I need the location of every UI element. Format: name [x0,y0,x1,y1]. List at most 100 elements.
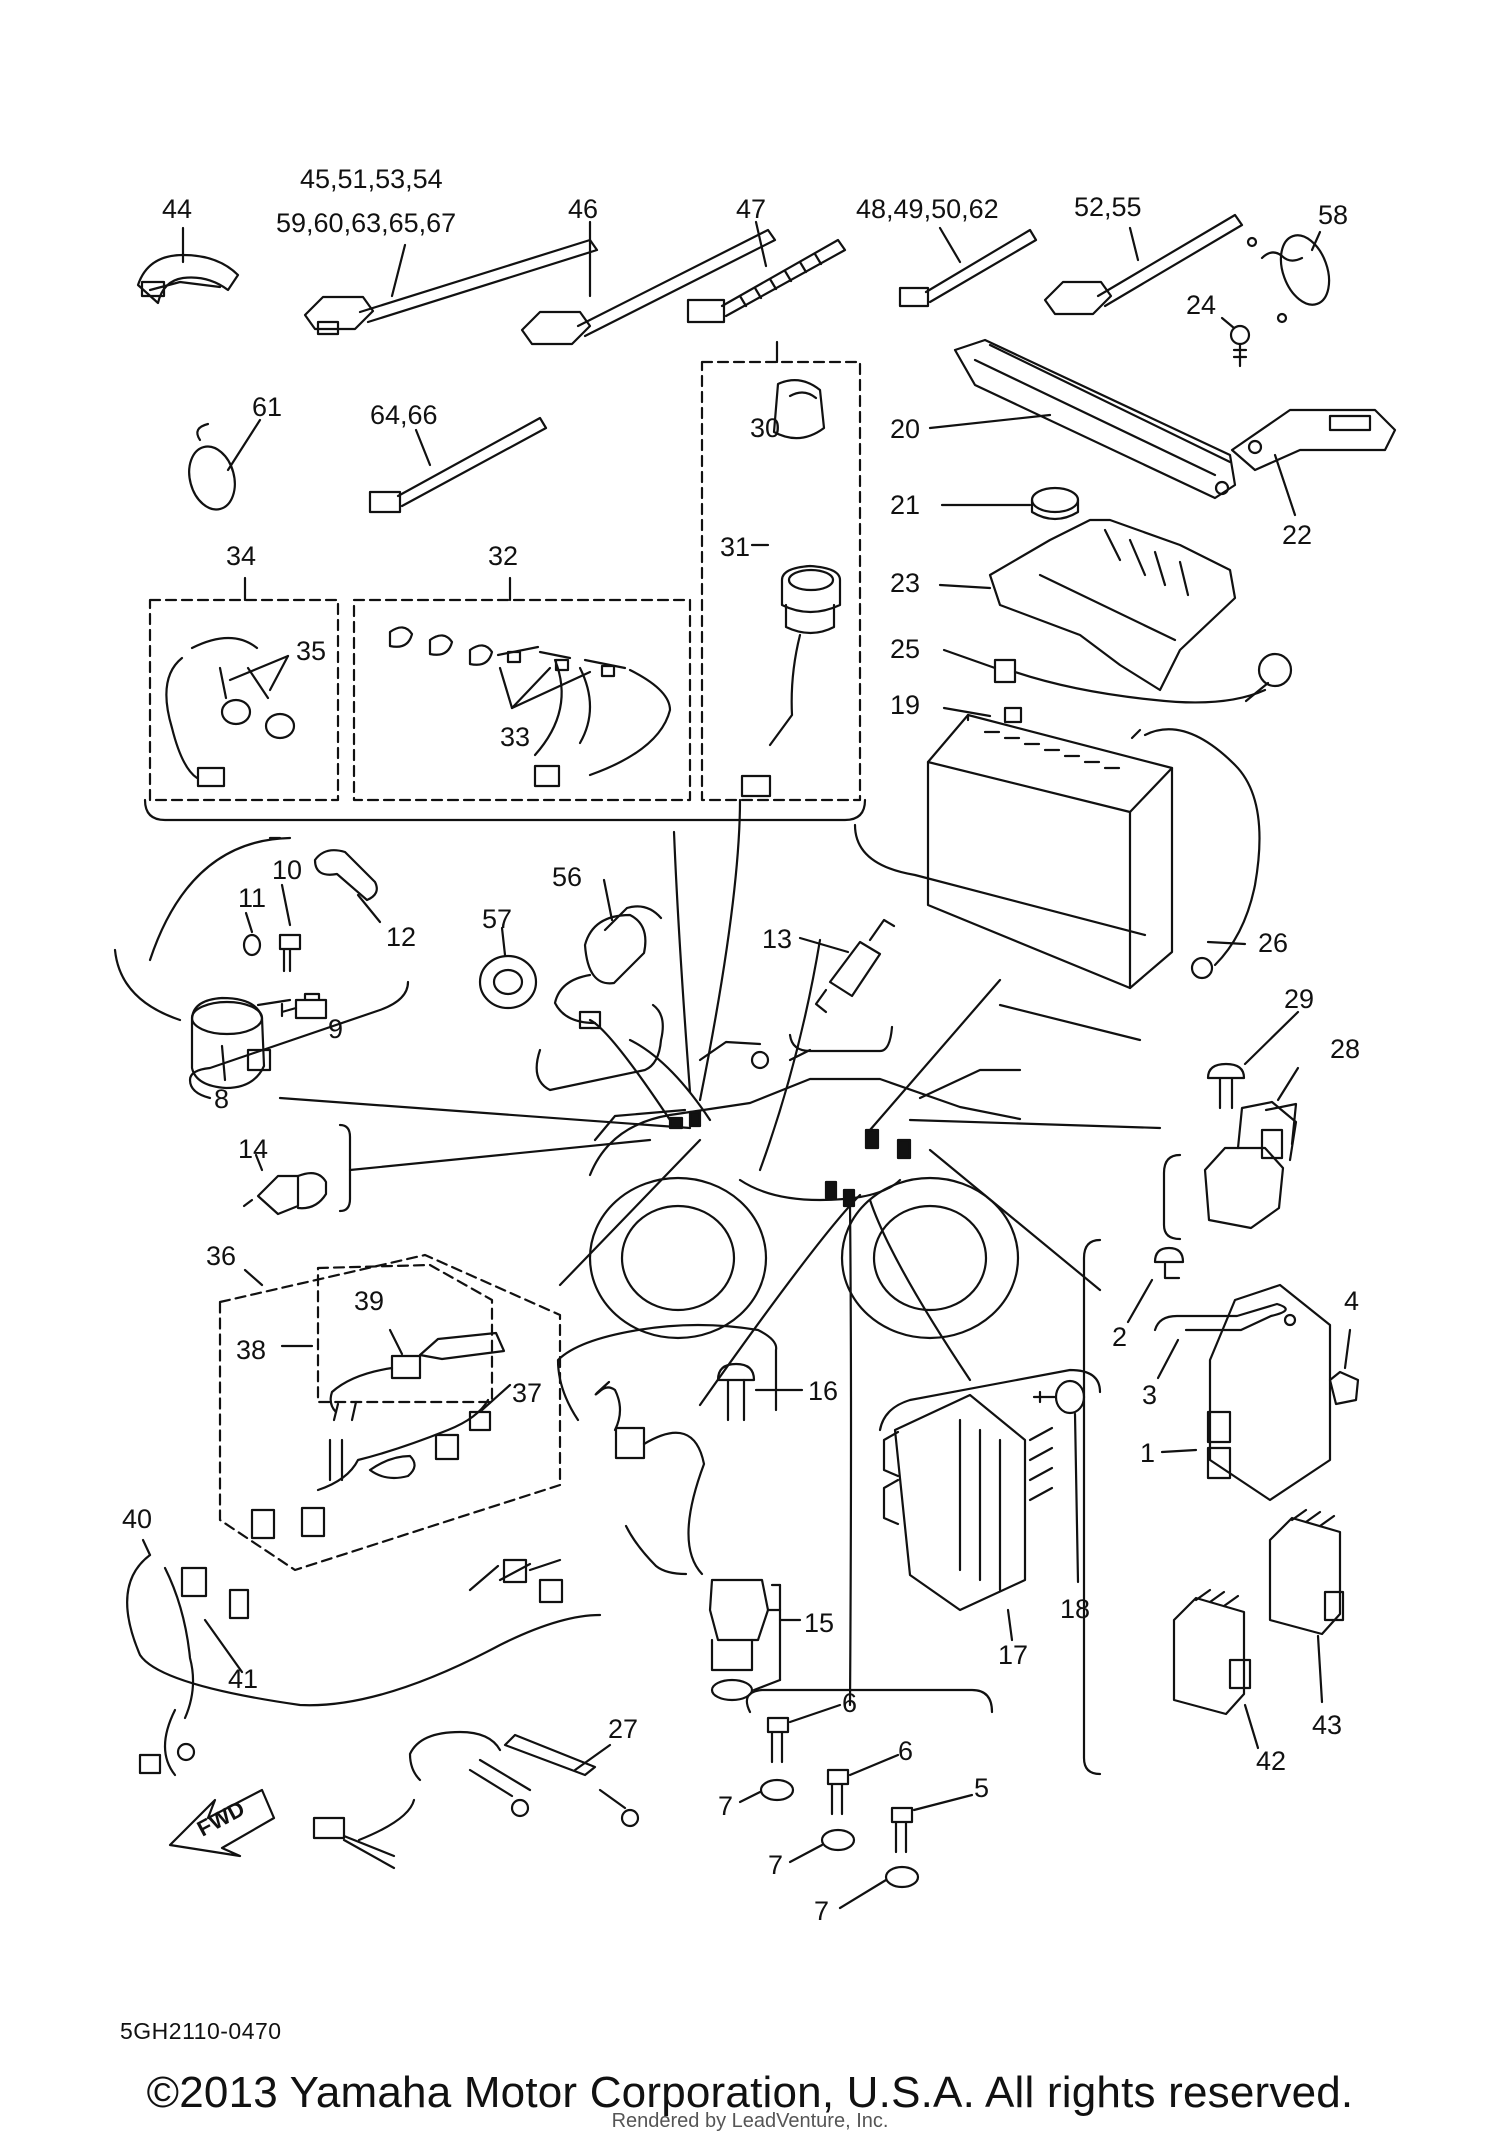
callout-48: 48,49,50,62 [856,194,999,224]
callout-7a: 7 [718,1791,734,1821]
lead-27-illustration [312,1730,640,1870]
lead-25-illustration [993,652,1293,704]
callout-58: 58 [1318,200,1349,230]
cable-tie-52-illustration [1043,213,1244,316]
damper-4-illustration [1328,1370,1360,1406]
relay-42-illustration [1172,1588,1252,1716]
ignition-coil-8-illustration [113,836,292,1090]
damper-21-illustration [1030,486,1080,521]
callout-14: 14 [238,1134,269,1164]
callout-42: 42 [1256,1746,1287,1776]
callout-29: 29 [1284,984,1315,1014]
callout-56: 56 [552,862,583,892]
callout-30: 30 [750,413,781,443]
bracket-22-illustration [1230,408,1397,472]
callout-52: 52,55 [1074,192,1142,222]
callout-10: 10 [272,855,303,885]
callout-23: 23 [890,568,921,598]
callout-44: 44 [162,194,193,224]
bracket-3-illustration [1153,1302,1287,1332]
speed-sensor-15-illustration [614,1426,770,1702]
battery-holder-20-illustration [953,338,1237,500]
bolt-6a-illustration [759,1716,795,1802]
socket-32-illustration [388,626,672,788]
callout-45b: 59,60,63,65,67 [276,208,457,238]
clip-44-illustration [136,253,240,305]
callout-43: 43 [1312,1710,1343,1740]
callout-8: 8 [214,1084,230,1114]
cable-tie-48-illustration [898,228,1038,308]
callout-17: 17 [998,1640,1029,1670]
wire-harness-41-illustration [126,1553,602,1777]
callout-5: 5 [974,1773,990,1803]
fuse-37-illustration [434,1410,492,1461]
battery-19-illustration [926,706,1174,990]
callout-6a: 6 [842,1688,858,1718]
callout-41: 41 [228,1664,259,1694]
bolt-16-illustration [716,1362,756,1422]
callout-26: 26 [1258,928,1289,958]
callout-4: 4 [1344,1286,1360,1316]
callout-21: 21 [890,490,921,520]
band-61-illustration [188,422,236,511]
atv-outline-illustration [588,1040,1022,1340]
cap-12-illustration [313,849,378,902]
bolt-5-illustration [884,1806,920,1889]
cable-tie-64-illustration [368,416,548,514]
callout-47: 47 [736,194,767,224]
diagram-reference: 5GH2110-0470 [120,2018,282,2044]
screw-2-illustration [1153,1246,1185,1280]
callout-9: 9 [328,1014,344,1044]
switch-14-illustration [242,1171,328,1216]
callout-27: 27 [608,1714,639,1744]
callout-64: 64,66 [370,400,438,430]
main-switch-31-illustration [740,379,842,798]
bolt-6b-illustration [820,1768,856,1852]
fuse-39-illustration [329,1331,506,1422]
callout-13: 13 [762,924,793,954]
callout-7c: 7 [814,1896,830,1926]
rectifier-17-illustration [882,1393,1054,1612]
socket-34-illustration [165,637,296,788]
callout-38: 38 [236,1335,267,1365]
callout-19: 19 [890,690,921,720]
callout-6b: 6 [898,1736,914,1766]
wiring-36-inner-illustration [250,1398,490,1540]
callout-20: 20 [890,414,921,444]
battery-cover-23-illustration [988,518,1237,692]
callout-7b: 7 [768,1850,784,1880]
bolt-18-illustration [1032,1379,1086,1415]
callout-1: 1 [1140,1438,1156,1468]
callout-3: 3 [1142,1380,1158,1410]
rendered-by-notice: Rendered by LeadVenture, Inc. [611,2110,889,2132]
callout-57: 57 [482,904,513,934]
bolt-29-illustration [1206,1062,1246,1110]
callout-36: 36 [206,1241,237,1271]
fwd-arrow-icon [168,1788,276,1858]
callout-22: 22 [1282,520,1313,550]
callout-37: 37 [512,1378,543,1408]
callout-34: 34 [226,541,257,571]
copyright-notice: ©2013 Yamaha Motor Corporation, U.S.A. A… [146,2068,1354,2117]
callout-18: 18 [1060,1594,1091,1624]
washer-11-illustration [242,933,262,957]
cable-tie-47-illustration [686,238,847,324]
relay-43-illustration [1268,1508,1345,1636]
callout-12: 12 [386,922,417,952]
callout-35: 35 [296,636,327,666]
relay-28-illustration [1203,1100,1298,1230]
callout-31: 31 [720,532,751,562]
cable-tie-45-illustration [303,238,599,336]
callout-24: 24 [1186,290,1217,320]
callout-61: 61 [252,392,283,422]
callout-11: 11 [238,883,267,913]
callout-45a: 45,51,53,54 [300,164,443,194]
callout-16: 16 [808,1376,839,1406]
band-58-illustration [1246,234,1331,324]
callout-32: 32 [488,541,519,571]
callout-15: 15 [804,1608,835,1638]
callout-39: 39 [354,1286,385,1316]
callout-28: 28 [1330,1034,1361,1064]
screw-24-illustration [1229,324,1251,368]
